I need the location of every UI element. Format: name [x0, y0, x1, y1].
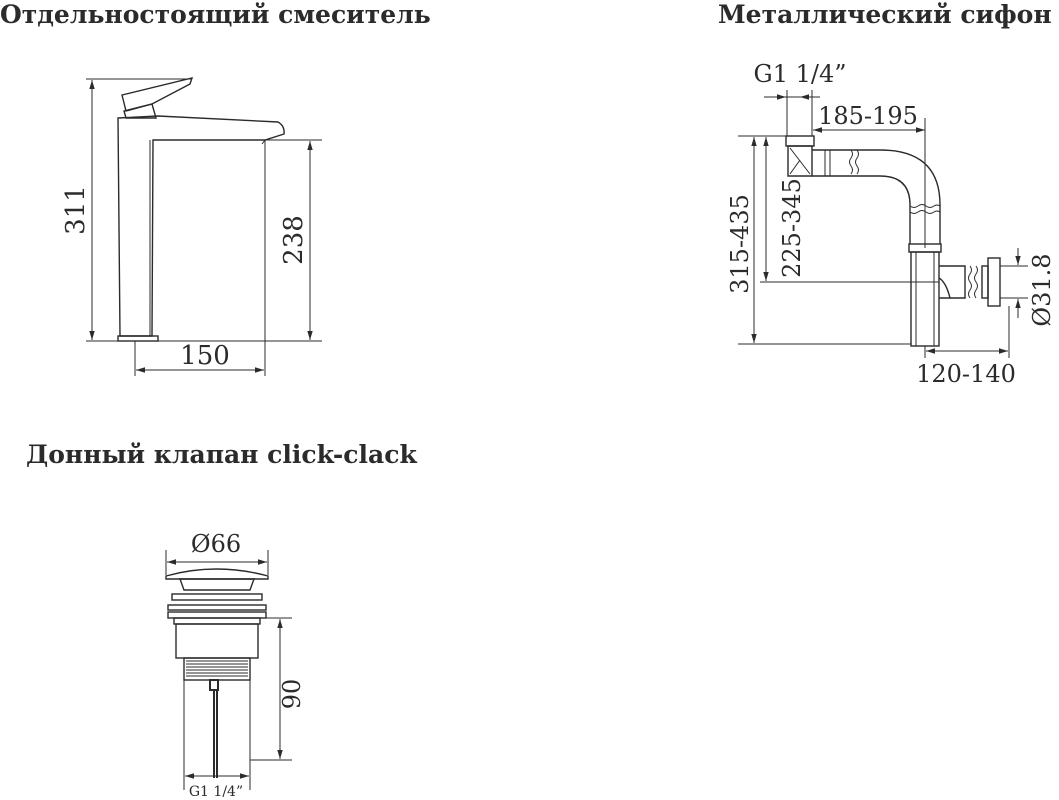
faucet-height-total-label: 311	[61, 185, 91, 235]
valve-diameter-label: Ø66	[191, 530, 241, 558]
faucet-drawing: 311 238 150	[61, 77, 322, 376]
siphon-diameter-label: Ø31.8	[1028, 253, 1056, 326]
siphon-height-inner-label: 225-345	[778, 178, 806, 278]
valve-thread-label: G1 1/4”	[189, 784, 243, 800]
siphon-length-label: 185-195	[818, 102, 918, 130]
faucet-reach-label: 150	[180, 341, 230, 371]
faucet-height-spout-label: 238	[279, 215, 309, 265]
siphon-offset-label: 120-140	[916, 360, 1016, 388]
valve-title: Донный клапан click-clack	[26, 440, 417, 469]
siphon-thread-label: G1 1/4”	[754, 60, 847, 88]
faucet-title: Отдельностоящий смеситель	[0, 0, 431, 29]
siphon-title: Металлический сифон	[718, 0, 1052, 29]
valve-drawing: Ø66 90 G1 1/4”	[165, 530, 306, 800]
valve-height-label: 90	[278, 679, 306, 710]
siphon-height-outer-label: 315-435	[726, 194, 754, 294]
siphon-drawing: G1 1/4” 185-195 Ø31.8	[726, 60, 1056, 388]
